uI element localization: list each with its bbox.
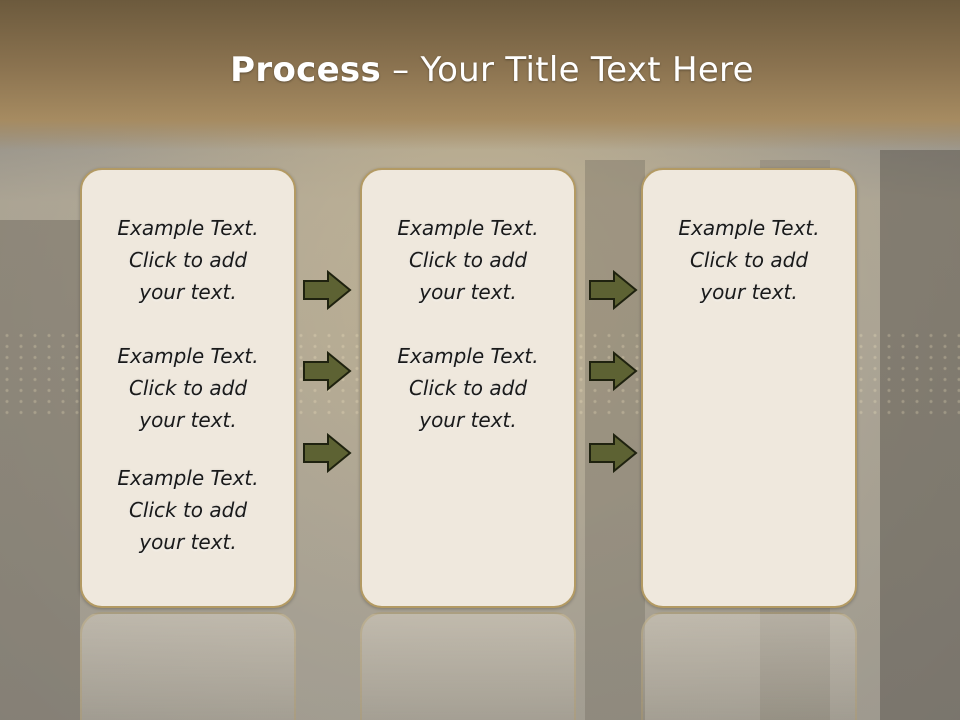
title-keyword: Process — [230, 50, 382, 90]
text-placeholder[interactable]: Example Text. Click to add your text. — [80, 340, 296, 436]
title-text: – Your Title Text Here — [392, 50, 754, 90]
right-arrow-icon[interactable] — [302, 433, 352, 473]
text-line: your text. — [139, 280, 237, 304]
process-card-3[interactable] — [641, 168, 857, 608]
process-card-2[interactable] — [360, 168, 576, 608]
text-line: Example Text. — [117, 466, 259, 490]
card-reflection — [641, 612, 857, 720]
right-arrow-icon[interactable] — [302, 351, 352, 391]
text-line: your text. — [700, 280, 798, 304]
text-placeholder[interactable]: Example Text. Click to add your text. — [641, 212, 857, 308]
card-reflection — [80, 612, 296, 720]
text-line: Click to add — [128, 248, 248, 272]
text-placeholder[interactable]: Example Text. Click to add your text. — [360, 212, 576, 308]
text-line: Click to add — [408, 248, 528, 272]
text-line: Click to add — [689, 248, 809, 272]
text-line: Click to add — [128, 376, 248, 400]
text-line: your text. — [139, 408, 237, 432]
text-line: Example Text. — [678, 216, 820, 240]
text-line: Example Text. — [397, 216, 539, 240]
process-card-1[interactable] — [80, 168, 296, 608]
text-placeholder[interactable]: Example Text. Click to add your text. — [80, 462, 296, 558]
text-line: Example Text. — [117, 344, 259, 368]
text-line: Click to add — [408, 376, 528, 400]
right-arrow-icon[interactable] — [588, 433, 638, 473]
right-arrow-icon[interactable] — [588, 270, 638, 310]
text-line: Click to add — [128, 498, 248, 522]
text-line: your text. — [419, 408, 517, 432]
skyscraper-image — [0, 220, 80, 720]
text-placeholder[interactable]: Example Text. Click to add your text. — [360, 340, 576, 436]
text-placeholder[interactable]: Example Text. Click to add your text. — [80, 212, 296, 308]
card-reflection — [360, 612, 576, 720]
text-line: Example Text. — [397, 344, 539, 368]
right-arrow-icon[interactable] — [588, 351, 638, 391]
text-line: Example Text. — [117, 216, 259, 240]
skyscraper-image — [880, 150, 960, 720]
slide-title[interactable]: Process – Your Title Text Here — [0, 50, 960, 90]
header-band — [0, 0, 960, 150]
text-line: your text. — [419, 280, 517, 304]
text-line: your text. — [139, 530, 237, 554]
right-arrow-icon[interactable] — [302, 270, 352, 310]
